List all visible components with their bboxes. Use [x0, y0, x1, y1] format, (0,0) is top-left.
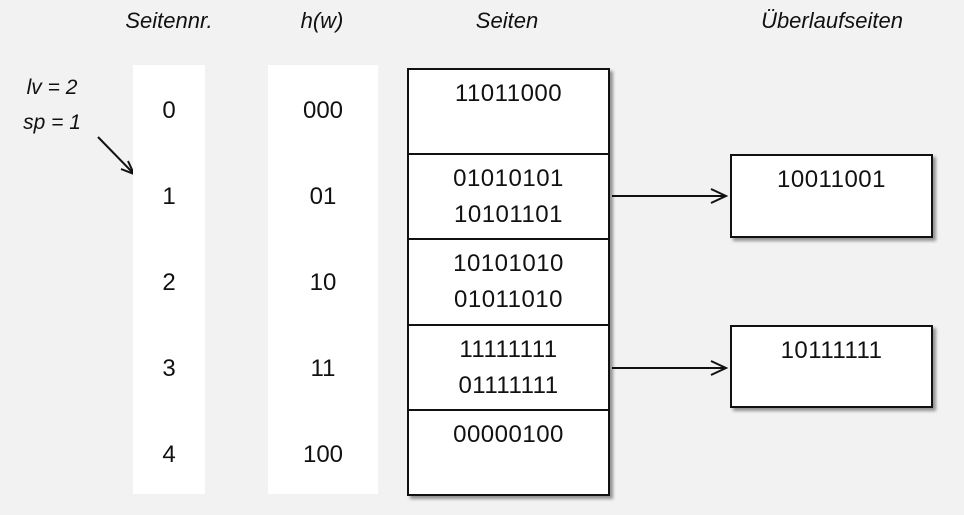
page-row-1: 01010101 10101101 — [409, 153, 608, 238]
pages-box: 11011000 01010101 10101101 10101010 0101… — [407, 68, 610, 496]
record-value: 10011001 — [777, 166, 886, 193]
record-value: 01011010 — [454, 286, 563, 314]
record-value: 00000100 — [453, 420, 564, 448]
hash-value-3: 11 — [310, 354, 336, 382]
state-annotation: lv = 2 sp = 1 — [6, 70, 98, 140]
overflow-arrow-page1-icon — [612, 188, 729, 204]
overflow-box-page1: 10011001 — [730, 154, 933, 238]
page-row-4: 00000100 — [409, 408, 608, 494]
record-value: 11111111 — [459, 335, 558, 363]
record-value: 10111111 — [780, 337, 883, 364]
page-number-3: 3 — [162, 354, 176, 382]
record-value: 10101010 — [453, 250, 564, 278]
split-pointer-label: sp = 1 — [23, 111, 81, 134]
hash-function-column-header: h(w) — [300, 8, 344, 33]
hash-value-4: 100 — [302, 440, 344, 468]
hash-column — [268, 65, 378, 494]
pages-column-header: Seiten — [475, 8, 539, 33]
hash-value-0: 000 — [302, 96, 344, 124]
page-number-2: 2 — [162, 268, 176, 296]
page-number-0: 0 — [162, 96, 176, 124]
record-value: 11011000 — [454, 80, 563, 107]
record-value: 10101101 — [454, 201, 563, 229]
page-row-2: 10101010 01011010 — [409, 238, 608, 323]
record-value: 01111111 — [458, 371, 559, 399]
page-row-3: 11111111 01111111 — [409, 323, 608, 409]
overflow-arrow-page3-icon — [612, 360, 729, 376]
page-number-4: 4 — [162, 440, 176, 468]
record-value: 01010101 — [453, 165, 564, 193]
page-number-column — [133, 65, 205, 494]
overflow-box-page3: 10111111 — [730, 325, 933, 408]
page-number-1: 1 — [162, 182, 176, 210]
overflow-pages-column-header: Überlaufseiten — [761, 8, 903, 33]
page-row-0: 11011000 — [409, 70, 608, 153]
hash-value-2: 10 — [309, 268, 337, 296]
page-number-column-header: Seitennr. — [125, 8, 213, 33]
hash-value-1: 01 — [309, 182, 337, 210]
level-label: lv = 2 — [26, 76, 78, 99]
